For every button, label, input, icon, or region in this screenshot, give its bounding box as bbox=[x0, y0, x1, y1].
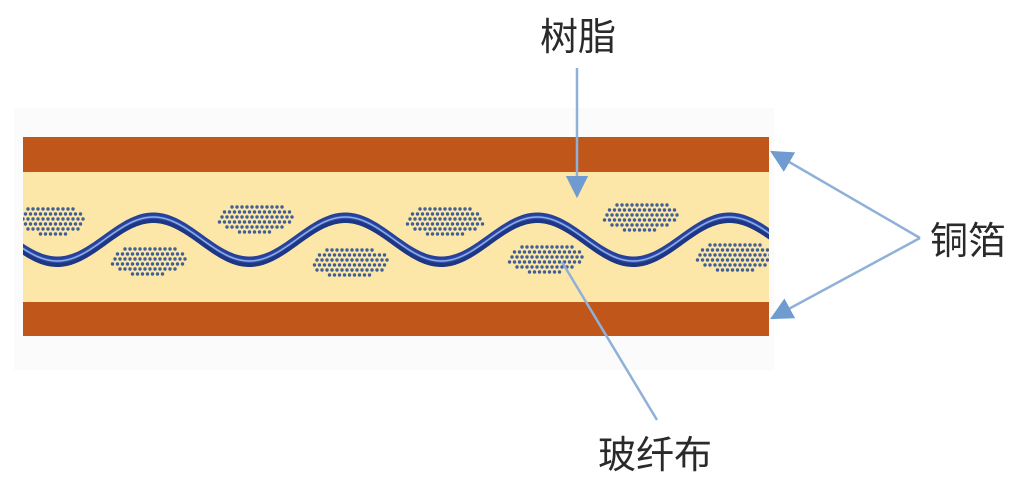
copper-foil-bottom bbox=[23, 302, 769, 336]
glass-fiber-weave bbox=[23, 212, 769, 267]
copper-top-pointer-arrow bbox=[770, 150, 921, 240]
glass-fiber-bundles bbox=[23, 203, 769, 277]
copper-foil-label: 铜箔 bbox=[930, 219, 1007, 263]
resin-label: 树脂 bbox=[540, 15, 617, 59]
glass-cloth-label: 玻纤布 bbox=[598, 433, 713, 477]
copper-foil-top bbox=[23, 137, 769, 172]
glass-cloth-pointer-line bbox=[560, 261, 659, 421]
copper-bottom-pointer-arrow bbox=[770, 236, 921, 320]
